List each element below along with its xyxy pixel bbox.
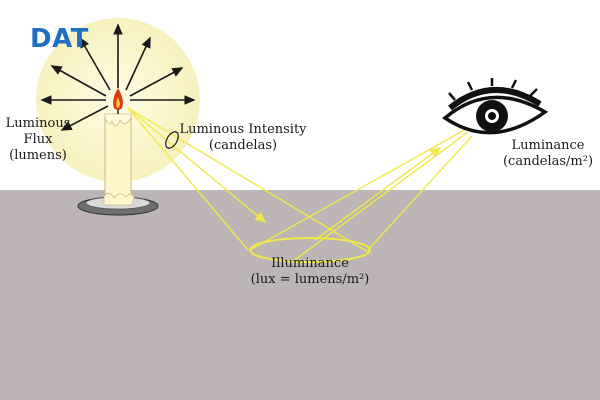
candle-icon bbox=[77, 108, 159, 216]
luminous-intensity-cone bbox=[127, 107, 369, 253]
flux-arrow bbox=[129, 67, 184, 97]
luminance-label: Luminance (candelas/m²) bbox=[502, 138, 594, 169]
dat-logo: DAT bbox=[30, 24, 89, 54]
flux-arrow bbox=[50, 65, 107, 97]
floor bbox=[0, 190, 600, 400]
luminous-flux-arrows bbox=[40, 23, 196, 131]
luminance-rays bbox=[249, 127, 473, 263]
flux-arrow bbox=[60, 105, 109, 131]
flux-arrow bbox=[125, 36, 151, 91]
eye-icon bbox=[442, 78, 549, 135]
luminous-flux-label: Luminous Flux (lumens) bbox=[5, 116, 71, 163]
flame-core bbox=[116, 97, 120, 108]
luminous-intensity-label: Luminous Intensity (candelas) bbox=[179, 122, 307, 153]
flux-arrow bbox=[79, 36, 111, 91]
illuminance-label: Illuminance (lux = lumens/m²) bbox=[250, 256, 370, 287]
